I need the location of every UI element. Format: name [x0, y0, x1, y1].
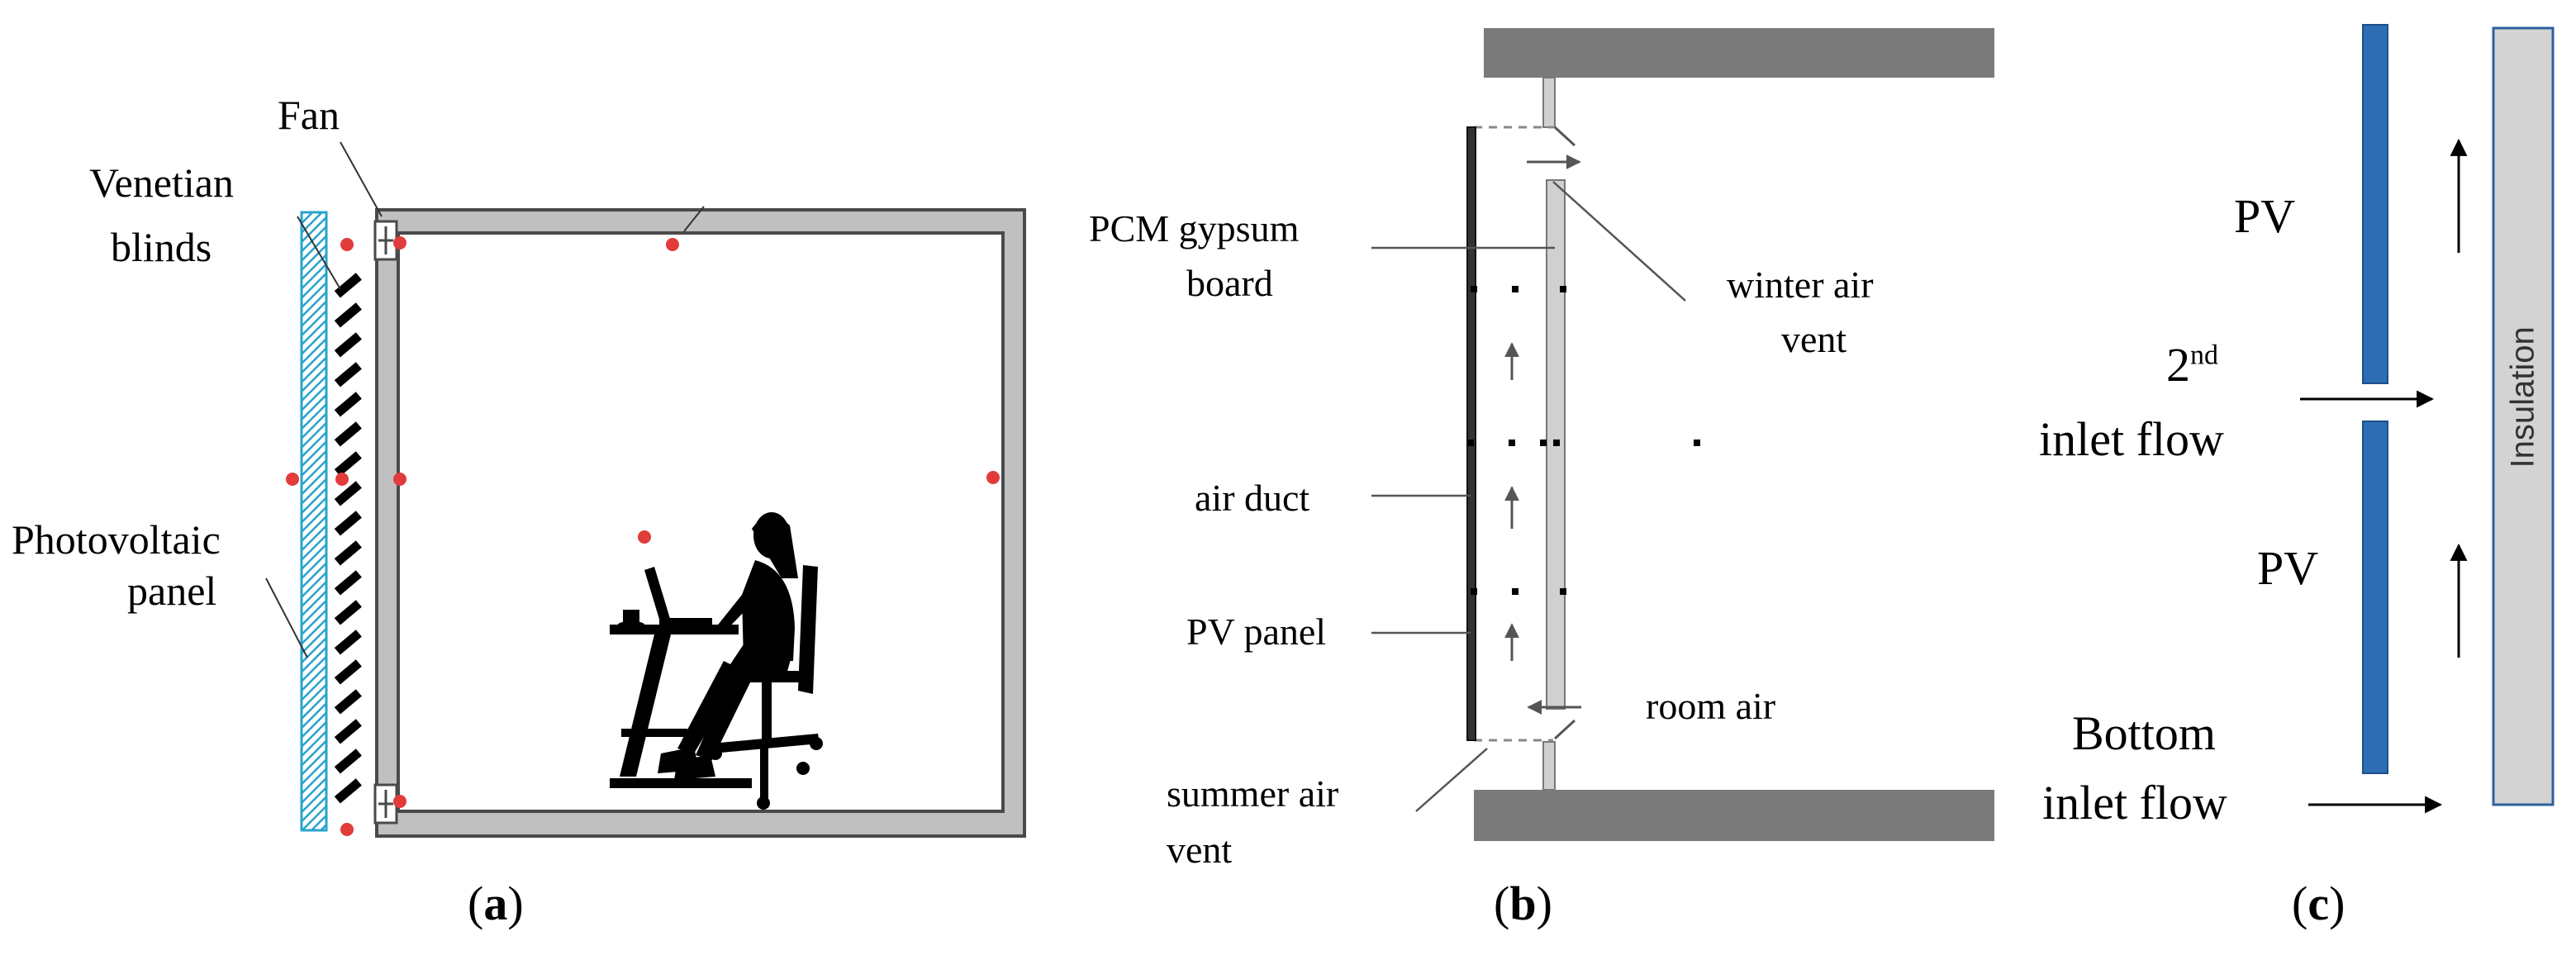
- blind-slat: [334, 600, 362, 625]
- winter-air-vent-label-line2: vent: [1781, 318, 1847, 360]
- sensor-dot: [286, 473, 299, 486]
- fan-bottom-icon: [373, 783, 398, 825]
- person-at-desk-icon: [610, 512, 823, 810]
- insulation-panel: [2492, 26, 2555, 806]
- sensor-dot: [393, 795, 406, 808]
- panel-b: [1371, 28, 1994, 841]
- pcm-gypsum-board-label-line2: board: [1186, 262, 1273, 304]
- air-duct-label: air duct: [1195, 477, 1310, 519]
- sensor-dot: [638, 530, 651, 544]
- blind-slat: [334, 302, 362, 328]
- blind-slat: [334, 392, 362, 417]
- pcm-gypsum-board-label-line1: PCM gypsum: [1089, 207, 1300, 250]
- photovoltaic-panel-label-line1: Photovoltaic: [12, 516, 221, 563]
- summer-air-vent-label-line1: summer air: [1167, 772, 1339, 815]
- pv-top-label: PV: [2234, 189, 2296, 243]
- caption-a: (a): [468, 877, 524, 930]
- room-air-label: room air: [1646, 685, 1776, 727]
- sensor-dot: [393, 236, 406, 250]
- sensor-dot: [393, 473, 406, 486]
- blind-slat: [334, 719, 362, 744]
- sensor-dot: [340, 823, 354, 836]
- blind-slat: [334, 511, 362, 536]
- lower-post: [1542, 741, 1556, 791]
- fan-top-icon: [373, 220, 398, 261]
- blind-slat: [334, 778, 362, 804]
- upper-post: [1542, 77, 1556, 128]
- blind-slat: [334, 540, 362, 566]
- venetian-blinds-label-line1: Venetian: [89, 159, 234, 206]
- blind-slat: [334, 362, 362, 387]
- photovoltaic-panel-label-line2: panel: [127, 568, 217, 614]
- leader-lines-a: [265, 141, 705, 658]
- second-inlet-label: 2nd: [2166, 338, 2218, 392]
- pv-panel-label: PV panel: [1186, 611, 1327, 653]
- blind-slat: [334, 689, 362, 715]
- pv-bottom-panel: [2362, 421, 2388, 774]
- blind-slat: [334, 749, 362, 774]
- sensor-dot: [666, 238, 679, 251]
- pv-top-panel: [2362, 24, 2388, 384]
- sensor-dot: [986, 471, 1000, 484]
- blind-slat: [334, 630, 362, 655]
- pv-bottom-label: PV: [2257, 541, 2319, 595]
- panel-c: [2300, 24, 2555, 814]
- inlet-flow-label: inlet flow: [2039, 412, 2224, 466]
- winter-air-vent-label-line1: winter air: [1727, 264, 1874, 306]
- pv-panel: [1466, 126, 1476, 741]
- sensor-dot: [340, 238, 354, 251]
- blind-slat: [334, 332, 362, 358]
- panel-a: [265, 141, 1026, 838]
- insulation-label: Insulation: [2504, 326, 2541, 468]
- blind-slat: [334, 659, 362, 685]
- blind-slat: [334, 421, 362, 447]
- leader-lines-b: [1371, 181, 1686, 812]
- fan-label: Fan: [278, 92, 340, 138]
- summer-air-vent-label-line2: vent: [1167, 829, 1233, 871]
- blind-slat: [334, 570, 362, 596]
- bottom-inlet-flow-label: inlet flow: [2042, 776, 2227, 829]
- photovoltaic-panel: [300, 211, 328, 832]
- bottom-label: Bottom: [2072, 706, 2217, 760]
- blind-slat: [334, 273, 362, 298]
- venetian-blinds: [334, 273, 362, 804]
- blind-slat: [334, 451, 362, 477]
- sensor-dot: [335, 473, 349, 486]
- venetian-blinds-label-line2: blinds: [111, 224, 212, 270]
- caption-c: (c): [2292, 877, 2345, 930]
- floor-slab: [1474, 790, 1994, 841]
- caption-b: (b): [1494, 877, 1552, 930]
- blind-slat: [334, 481, 362, 506]
- sensor-points-b: [1467, 286, 1700, 595]
- temperature-sensors: [286, 236, 1000, 836]
- ceiling-slab: [1484, 28, 1994, 78]
